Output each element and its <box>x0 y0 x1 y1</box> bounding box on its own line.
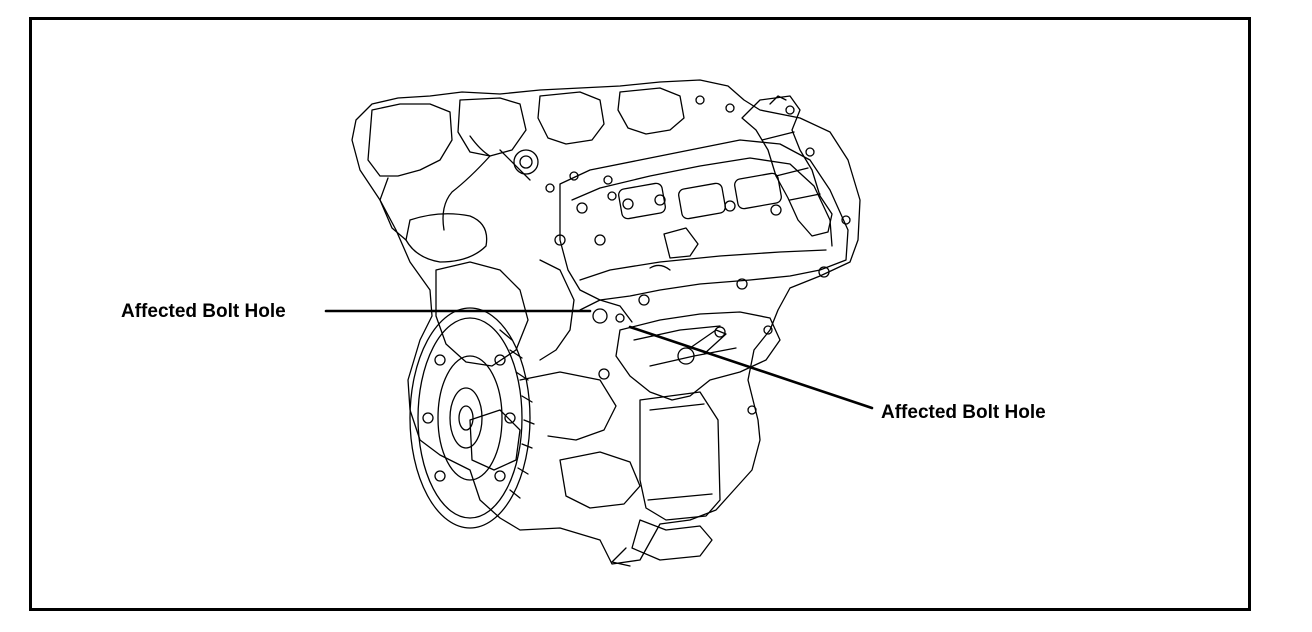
engine-front-details <box>435 259 641 509</box>
callout-label-right: Affected Bolt Hole <box>881 402 1046 423</box>
fuel-rail <box>741 95 833 237</box>
callout-leader-right <box>628 325 874 410</box>
engine-block-outline <box>351 79 861 565</box>
diagram-frame <box>29 17 1251 611</box>
callout-label-left: Affected Bolt Hole <box>121 301 286 322</box>
ignition-coils <box>618 172 782 271</box>
flywheel <box>409 307 535 529</box>
exhaust-manifold <box>615 311 781 401</box>
intake-manifold <box>367 87 685 263</box>
valve-cover <box>554 139 849 306</box>
bolts <box>545 95 851 415</box>
catalytic-converter <box>611 391 721 567</box>
